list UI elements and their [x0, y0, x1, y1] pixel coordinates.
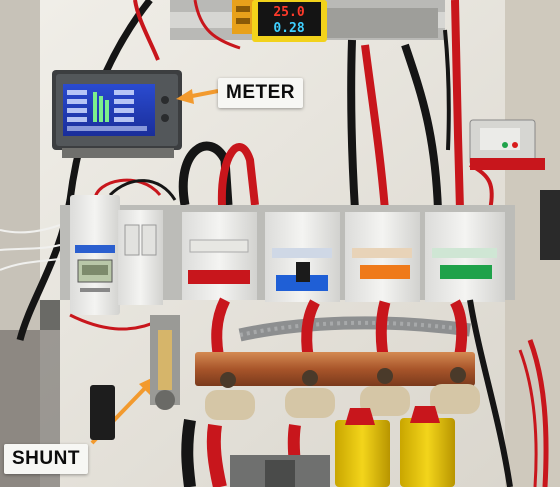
- wire-black-lower-left: [181, 419, 196, 487]
- shunt: [150, 315, 180, 410]
- wire-black-right-2: [443, 29, 451, 151]
- fuse-holders: [205, 384, 480, 420]
- wire-red-top-2: [193, 0, 241, 50]
- meter-label: METER: [218, 78, 303, 108]
- energy-meter: [70, 195, 120, 315]
- relay-module: [469, 119, 545, 170]
- wire-black-right: [401, 43, 442, 211]
- battery-meter: [52, 70, 182, 158]
- top-display-upper: 25.0: [273, 5, 304, 20]
- top-display-lower: 0.28: [273, 21, 304, 36]
- breaker-red-handle: [182, 212, 257, 300]
- wire-red-center: [361, 44, 389, 211]
- wire-black-thin-loop: [108, 179, 177, 201]
- wire-red-top: [133, 0, 160, 61]
- yellow-fuses: [335, 406, 455, 487]
- wire-red-thin-loop: [93, 178, 162, 201]
- small-black-device: [90, 385, 115, 440]
- wire-red-lower-left: [206, 423, 227, 487]
- wire-black-center: [347, 39, 359, 211]
- breaker-orange: [345, 212, 420, 302]
- terminal-block: [232, 0, 254, 34]
- wire-white-left: [0, 224, 61, 234]
- wire-black-loop: [178, 141, 233, 206]
- wire-red-loop: [217, 143, 259, 206]
- top-volt-amp-meter: 25.0 0.28: [252, 0, 327, 42]
- wire-black-lower-right: [467, 299, 513, 487]
- wire-red-right: [451, 0, 464, 211]
- breaker-small: [118, 210, 163, 305]
- shunt-label: SHUNT: [4, 444, 88, 474]
- breaker-green: [425, 212, 505, 302]
- wire-red-far-right-lower: [527, 339, 549, 487]
- breaker-blue: [265, 212, 340, 302]
- copper-busbar: [195, 352, 475, 386]
- meter-arrow: [176, 89, 219, 104]
